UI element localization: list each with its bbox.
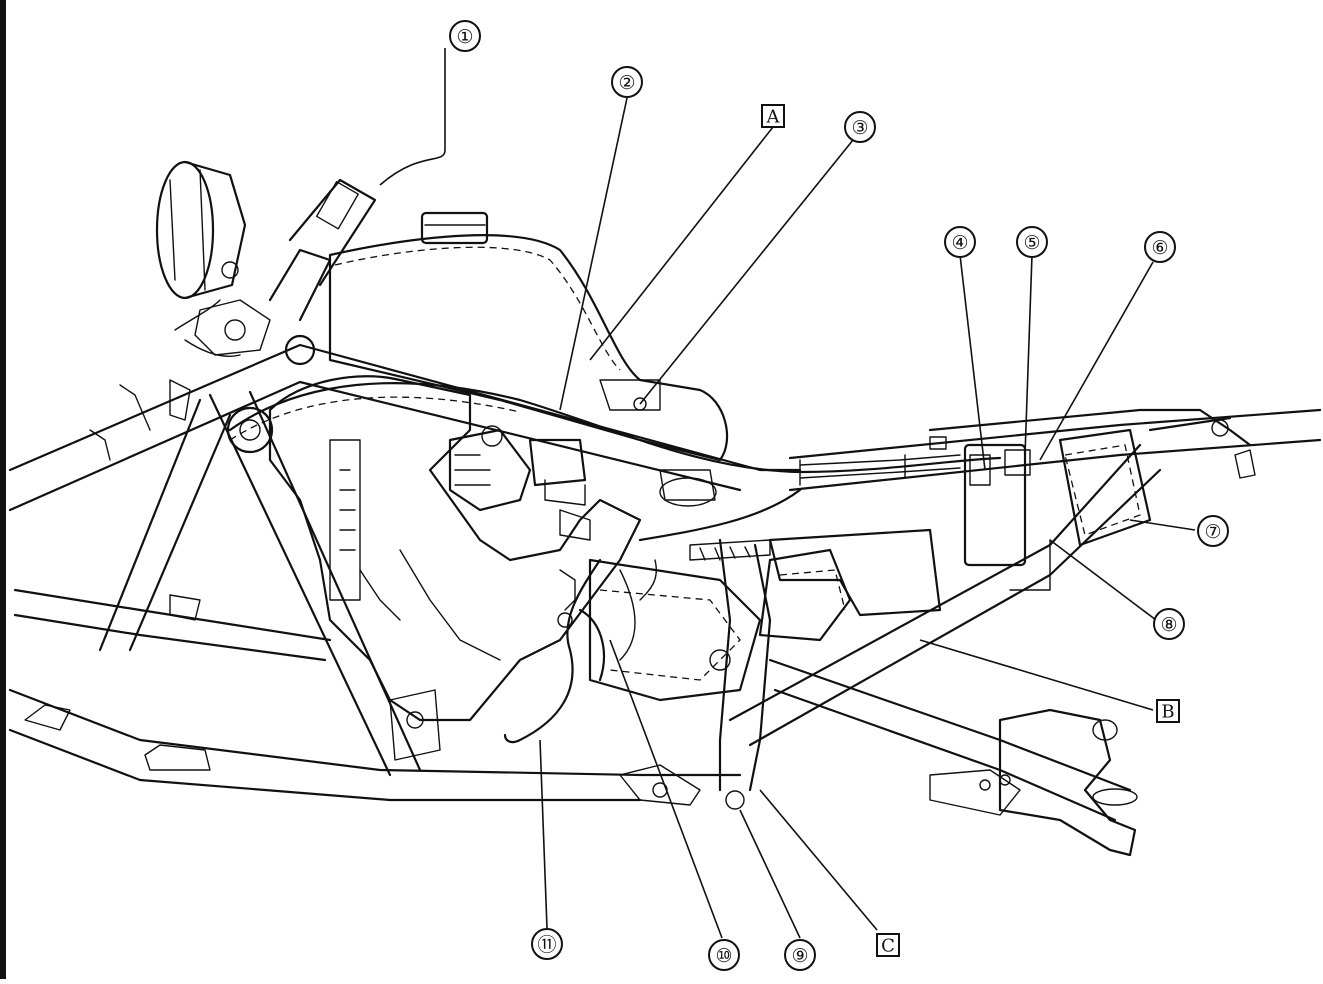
callout-4: ④	[944, 226, 976, 258]
box-label-c-text: C	[881, 936, 895, 957]
callout-4-label: ④	[951, 232, 968, 254]
callout-10: ⑩	[708, 939, 740, 971]
callout-5-label: ⑤	[1023, 232, 1040, 254]
callout-2-label: ②	[618, 72, 635, 94]
wire-harness	[228, 382, 1002, 744]
callout-9-label: ⑨	[791, 945, 808, 967]
box-label-c: C	[876, 933, 900, 957]
callout-10-label: ⑩	[715, 945, 732, 967]
callout-8: ⑧	[1153, 608, 1185, 640]
callout-9: ⑨	[784, 939, 816, 971]
callout-11-label: ⑪	[537, 934, 556, 956]
callout-6: ⑥	[1144, 231, 1176, 263]
box-label-b: B	[1156, 699, 1180, 723]
headstock-and-headlight	[89, 160, 377, 461]
frame	[8, 343, 1322, 857]
callout-7: ⑦	[1197, 515, 1229, 547]
box-label-a-text: A	[766, 107, 781, 128]
rear-electrical-box	[929, 419, 1256, 591]
callout-1: ①	[449, 20, 481, 52]
callout-3: ③	[844, 111, 876, 143]
scan-edge	[0, 0, 6, 979]
callout-2: ②	[611, 66, 643, 98]
callout-3-label: ③	[851, 117, 868, 139]
callout-11: ⑪	[531, 928, 563, 960]
box-label-b-text: B	[1161, 702, 1174, 723]
leader-lines	[379, 48, 1196, 939]
callout-5: ⑤	[1016, 226, 1048, 258]
box-label-a: A	[761, 104, 785, 128]
fuel-tank	[328, 211, 729, 462]
callout-6-label: ⑥	[1151, 237, 1168, 259]
callout-1-label: ①	[456, 26, 473, 48]
callout-7-label: ⑦	[1204, 521, 1221, 543]
callout-8-label: ⑧	[1160, 614, 1177, 636]
engine-block	[268, 375, 942, 722]
